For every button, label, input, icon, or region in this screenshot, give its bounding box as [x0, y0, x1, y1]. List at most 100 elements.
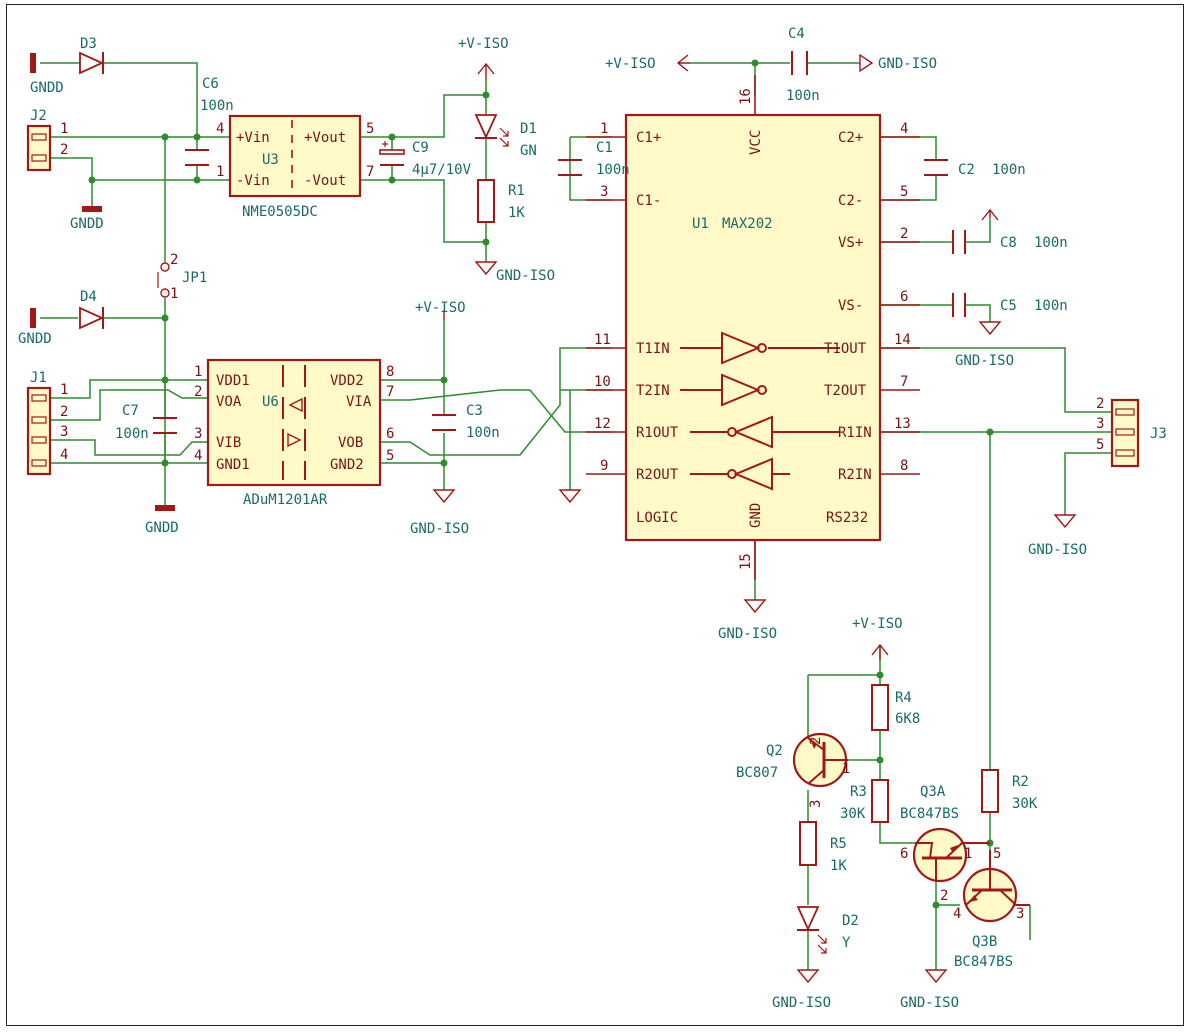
- c2-value: 100n: [992, 162, 1026, 178]
- c7-value: 100n: [115, 426, 149, 442]
- u6-pin-vib: VIB: [216, 435, 241, 451]
- c7-ref: C7: [122, 403, 139, 419]
- j1-pin1: 1: [60, 382, 68, 398]
- c1-ref: C1: [596, 140, 613, 156]
- capacitor-c9: [379, 141, 405, 166]
- u1-pin-c2p: C2+: [838, 130, 863, 146]
- u1-num-9: 9: [600, 458, 608, 474]
- capacitor-c6: [185, 149, 209, 166]
- r1-value: 1K: [508, 205, 525, 221]
- u6-num-1: 1: [194, 364, 202, 380]
- gndd-label-3: GNDD: [70, 216, 104, 232]
- c5-value: 100n: [1034, 298, 1068, 314]
- u1-num-6: 6: [900, 289, 908, 305]
- u1-num-1: 1: [600, 121, 608, 137]
- jumper-jp1: [157, 262, 170, 298]
- u1-pin-t1out: T1OUT: [824, 341, 867, 357]
- u1-num-3: 3: [600, 184, 608, 200]
- u1-pin-t1in: T1IN: [636, 341, 670, 357]
- u6-pin-vob: VOB: [338, 435, 363, 451]
- u3-pin-vout-neg: -Vout: [304, 173, 346, 189]
- dc-dc-u3: [228, 114, 362, 198]
- u6-num-7: 7: [386, 384, 394, 400]
- junctions: [88, 59, 994, 909]
- led-d2: [796, 906, 827, 954]
- u1-pin-vsp: VS+: [838, 235, 863, 251]
- c3-ref: C3: [466, 403, 483, 419]
- q3b-value: BC847BS: [954, 954, 1013, 970]
- u6-value: ADuM1201AR: [243, 492, 328, 508]
- c8-ref: C8: [1000, 235, 1017, 251]
- u1-rs232-label: RS232: [826, 510, 868, 526]
- u1-num-5: 5: [900, 184, 908, 200]
- gndd-label-1: GNDD: [30, 80, 64, 96]
- u1-pin-t2out: T2OUT: [824, 383, 867, 399]
- u1-pin-c1n: C1-: [636, 193, 661, 209]
- u3-pin-vin-pos: +Vin: [236, 130, 270, 146]
- j2-pin2: 2: [60, 142, 68, 158]
- u3-value: NME0505DC: [242, 204, 318, 220]
- u6-ref: U6: [262, 394, 279, 410]
- j1-pin3: 3: [60, 424, 68, 440]
- u6-num-8: 8: [386, 364, 394, 380]
- d1-value: GN: [520, 143, 537, 159]
- d4-ref: D4: [80, 289, 97, 305]
- u6-pin-voa: VOA: [216, 394, 242, 410]
- r2-ref: R2: [1012, 774, 1029, 790]
- v-iso-label-d1: +V-ISO: [458, 36, 509, 52]
- u1-num-11: 11: [594, 332, 611, 348]
- u1-pin-r1out: R1OUT: [636, 425, 679, 441]
- gndd-symbols: [30, 53, 175, 511]
- c5-ref: C5: [1000, 298, 1017, 314]
- resistor-r4: [871, 684, 889, 731]
- resistor-r3: [871, 779, 889, 823]
- j1-ref: J1: [30, 370, 47, 386]
- c8-value: 100n: [1034, 235, 1068, 251]
- u1-logic-label: LOGIC: [636, 510, 678, 526]
- u1-num-2: 2: [900, 226, 908, 242]
- r3-ref: R3: [850, 784, 867, 800]
- transistor-q2: [792, 732, 848, 788]
- u1-num-10: 10: [594, 374, 611, 390]
- u6-num-4: 4: [194, 448, 202, 464]
- resistor-r1: [477, 179, 495, 223]
- u1-num-14: 14: [894, 332, 911, 348]
- c6-value: 100n: [200, 98, 234, 114]
- gnd-iso-label-u1: GND-ISO: [718, 626, 777, 642]
- j3-ref: J3: [1150, 426, 1167, 442]
- d2-value: Y: [842, 935, 851, 951]
- u3-pin-vin-neg: -Vin: [236, 173, 270, 189]
- q2-value: BC807: [736, 765, 778, 781]
- q3b-ref: Q3B: [972, 934, 997, 950]
- r5-value: 1K: [830, 858, 847, 874]
- gndd-label-2: GNDD: [18, 331, 52, 347]
- u1-num-7: 7: [900, 374, 908, 390]
- u3-pin1: 1: [216, 164, 224, 180]
- u6-num-5: 5: [386, 448, 394, 464]
- q3b-pin5: 5: [993, 846, 1001, 862]
- jp1-pin1: 1: [170, 286, 178, 302]
- u3-ref: U3: [262, 152, 279, 168]
- gnd-iso-label-d1: GND-ISO: [496, 268, 555, 284]
- u1-pin-vsn: VS-: [838, 298, 863, 314]
- c2-ref: C2: [958, 162, 975, 178]
- u6-num-6: 6: [386, 426, 394, 442]
- q3a-pin2: 2: [940, 888, 948, 904]
- q3a-value: BC847BS: [900, 806, 959, 822]
- u6-pin-via: VIA: [346, 394, 372, 410]
- r1-ref: R1: [508, 183, 525, 199]
- gnd-iso-label-c4: GND-ISO: [878, 56, 937, 72]
- c9-ref: C9: [412, 140, 429, 156]
- u6-pin-vdd1: VDD1: [216, 373, 250, 389]
- u1-value: MAX202: [722, 216, 773, 232]
- j2-pin1: 1: [60, 121, 68, 137]
- c1-value: 100n: [596, 162, 630, 178]
- c4-value: 100n: [786, 88, 820, 104]
- connector-j3: [1110, 398, 1140, 468]
- gnd-iso-label-c5: GND-ISO: [955, 353, 1014, 369]
- u3-pin4: 4: [216, 121, 224, 137]
- j3-pin5: 5: [1096, 437, 1104, 453]
- c3-value: 100n: [466, 425, 500, 441]
- r4-ref: R4: [895, 690, 912, 706]
- j2-ref: J2: [30, 108, 47, 124]
